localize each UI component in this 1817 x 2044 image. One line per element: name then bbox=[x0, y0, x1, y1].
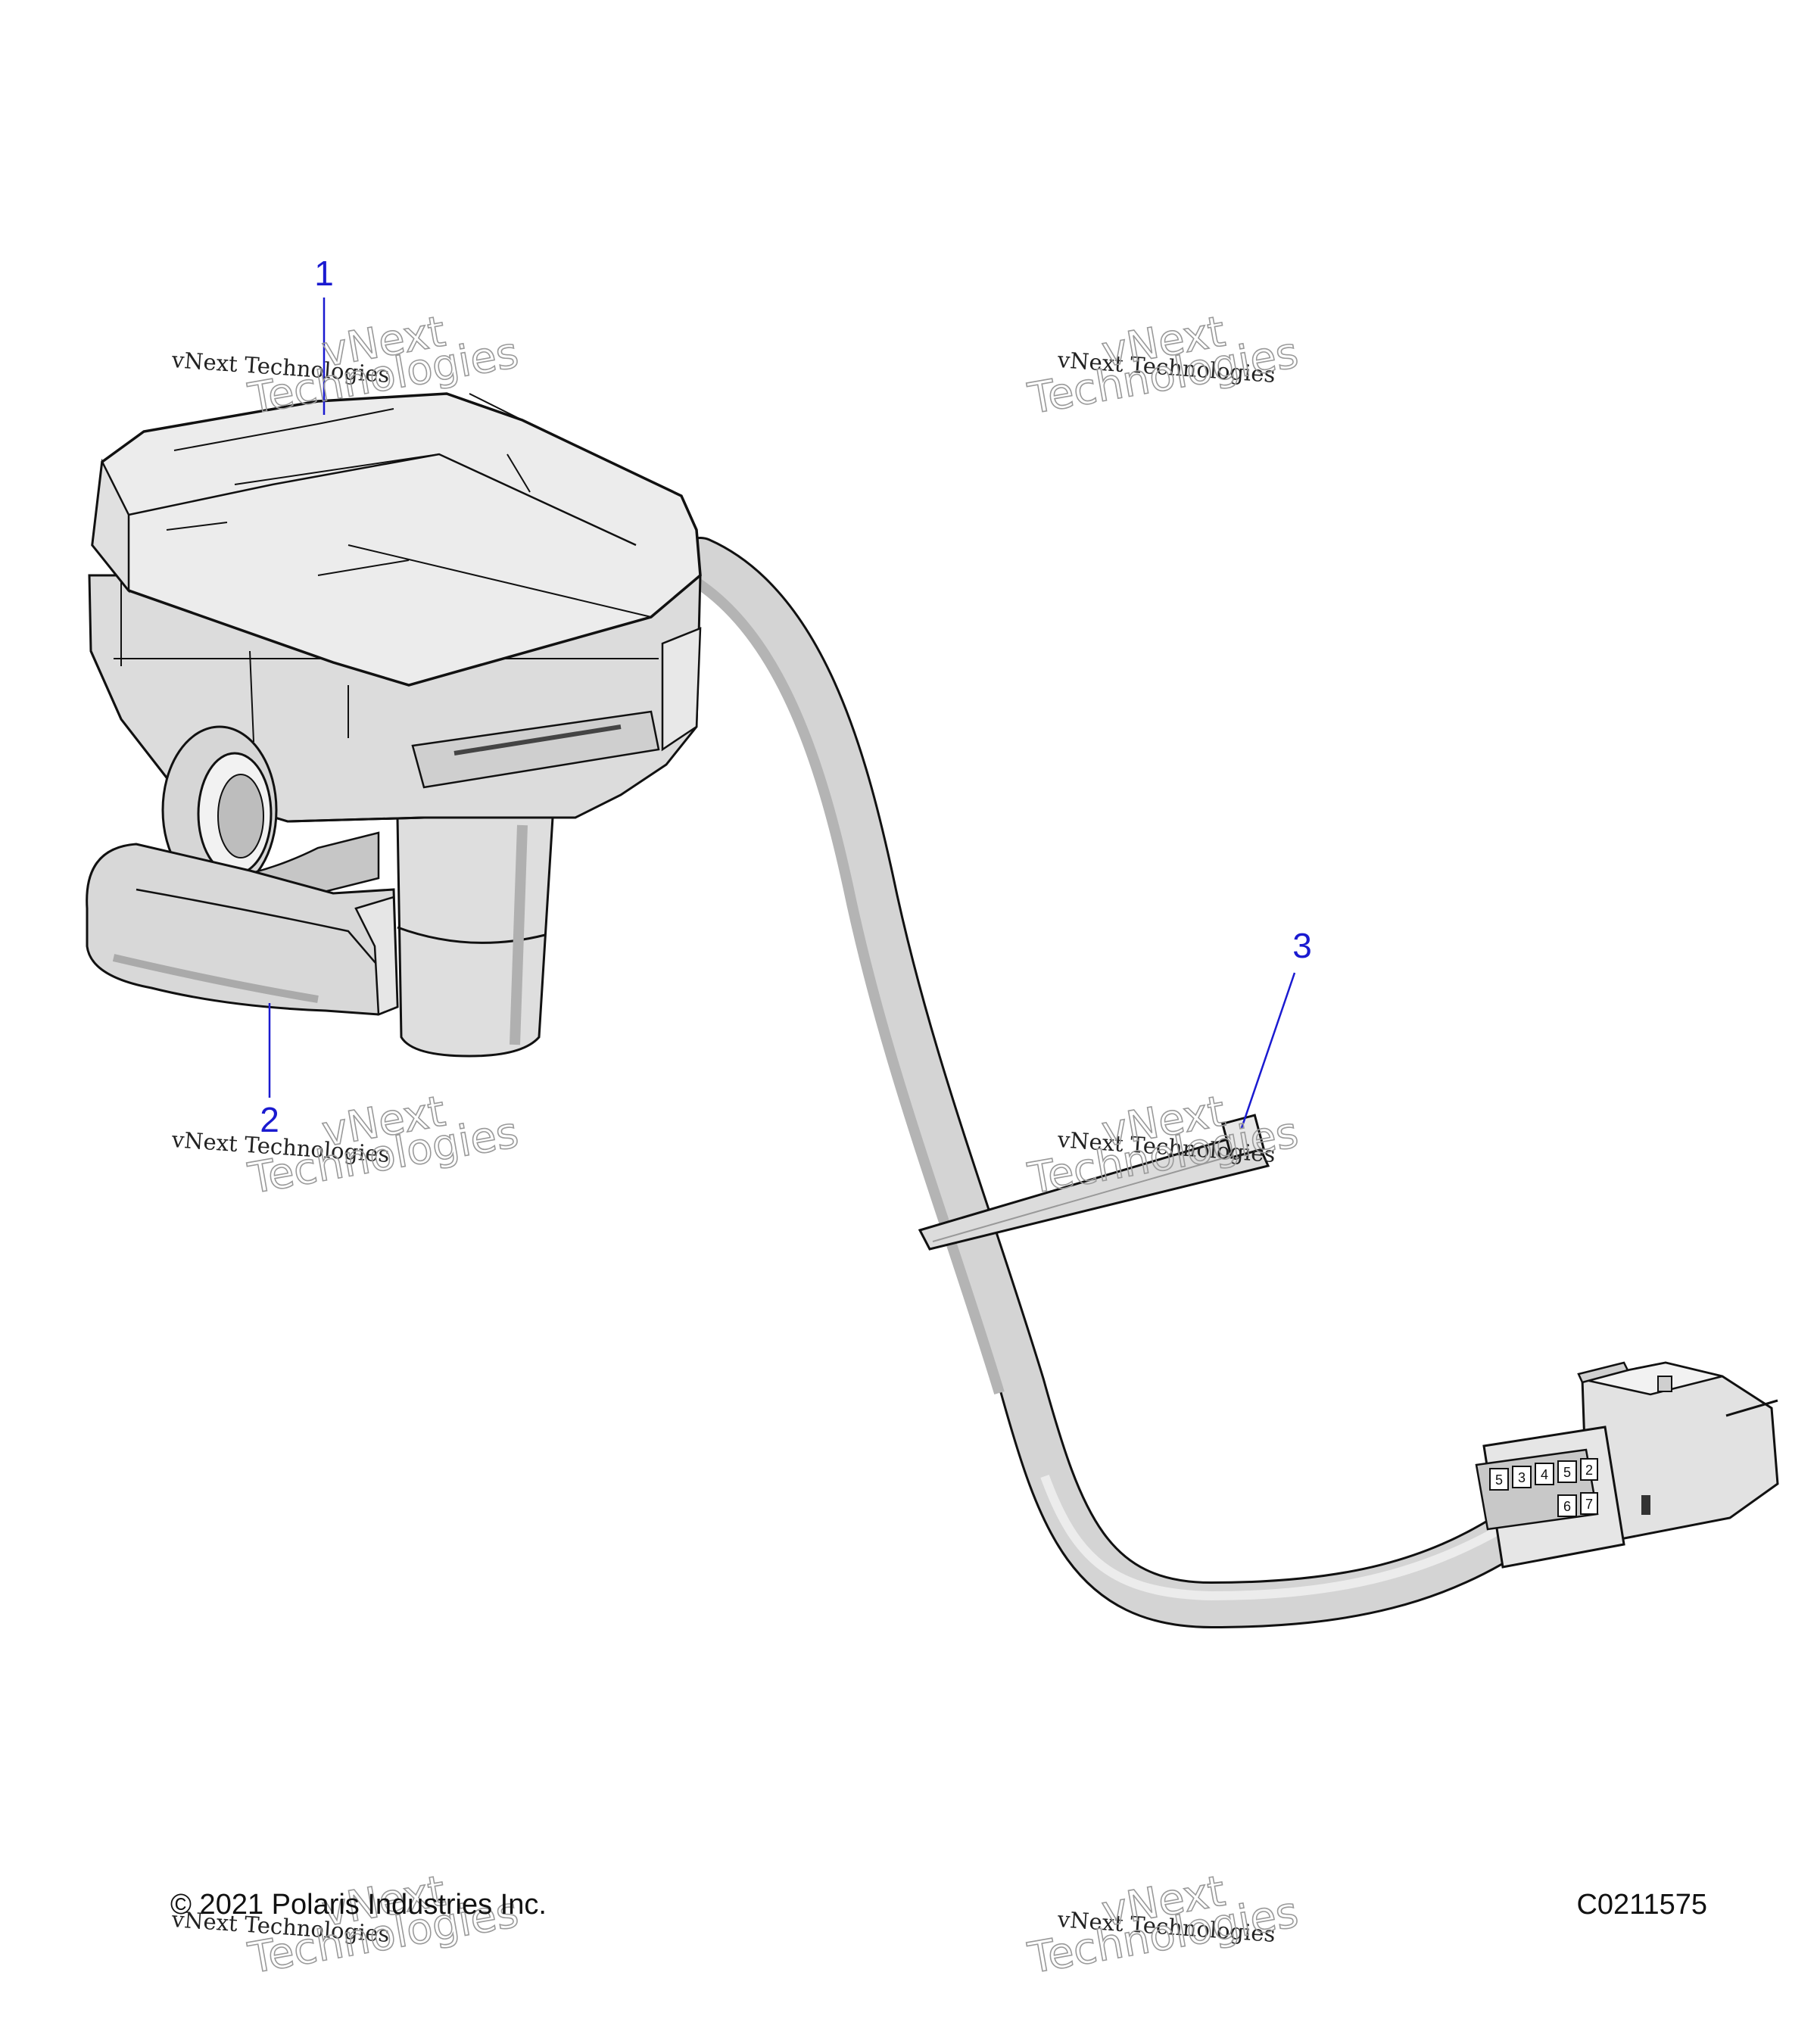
pin-label: 4 bbox=[1541, 1467, 1548, 1482]
copyright-text: © 2021 Polaris Industries Inc. bbox=[170, 1889, 547, 1921]
callout-number: 3 bbox=[1292, 926, 1312, 965]
thumb-lever bbox=[86, 843, 399, 1016]
callout-1: 1 bbox=[314, 254, 334, 415]
wire-harness bbox=[677, 537, 1545, 1629]
pin-label: 2 bbox=[1585, 1463, 1593, 1478]
callout-number: 1 bbox=[314, 254, 334, 293]
pin-label: 5 bbox=[1563, 1465, 1571, 1480]
figure-code: C0211575 bbox=[1576, 1889, 1707, 1921]
callout-number: 2 bbox=[260, 1100, 279, 1139]
callout-2: 2 bbox=[260, 1003, 279, 1139]
callout-3: 3 bbox=[1240, 926, 1312, 1129]
pin-label: 3 bbox=[1518, 1470, 1526, 1485]
pin-label: 5 bbox=[1495, 1472, 1503, 1488]
cable-tie bbox=[918, 1114, 1270, 1251]
pin-label: 7 bbox=[1585, 1497, 1593, 1512]
pin-label: 6 bbox=[1563, 1499, 1571, 1514]
electrical-connector: 5 3 4 5 2 6 7 bbox=[1475, 1361, 1779, 1569]
connector-pins: 5 3 4 5 2 6 7 bbox=[1489, 1458, 1598, 1517]
